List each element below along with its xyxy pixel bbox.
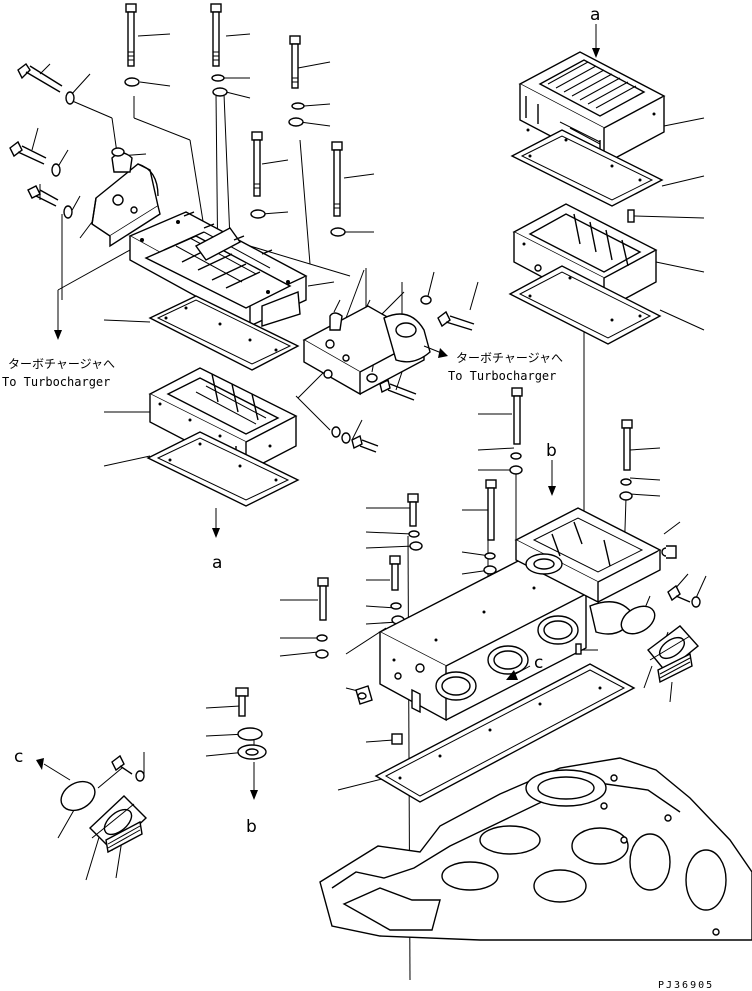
long-bolt-3 [289,35,301,89]
middle-bolt-1 [420,295,475,331]
washer-r2a [484,552,496,560]
ref-letter-a-mid: a [212,553,222,573]
cover-bolt-bottom [235,687,249,717]
oval-gasket-right [620,605,656,635]
arrow-down-a-mid [212,508,220,538]
washer-r5a [390,602,402,610]
pin-lower [575,643,582,655]
middle-bolt-2 [366,373,417,401]
manifold-nut [391,733,403,745]
arrow-down-b-lower [250,762,258,800]
ref-letter-a-top: a [590,5,600,25]
ref-letter-b-lower: b [246,817,257,837]
manifold [378,559,588,722]
side-bolt-2 [9,140,47,165]
washer-4 [250,209,266,219]
ref-letter-c-left: c [14,747,23,767]
washer-r3b [619,491,633,501]
shim-right [657,652,693,684]
side-washer-2 [51,163,61,177]
connector-left [88,795,148,851]
washer-r1b [509,465,523,475]
side-bolt-1 [17,62,63,93]
side-bolt-3 [27,185,59,207]
turbo-elbow-middle [302,305,431,396]
washer-r2b [483,565,497,575]
long-bolt-2 [210,3,222,67]
arrow-right-turbo [423,345,448,358]
washer-2 [212,87,228,97]
arrow-down-b-upper [548,460,556,496]
arrow-c-right [506,665,531,680]
washer-r6b [315,649,329,659]
gasket-plate-bottom [237,744,267,760]
ref-letter-c-right: c [534,653,543,673]
gasket-left-lower [146,431,300,507]
bolt-r6 [317,577,329,621]
washer-r6a [316,634,328,642]
aftercooler-core-left [128,211,308,328]
turbo-label-right-jp: ターボチャージャへ [456,351,563,365]
long-bolt-1 [125,3,137,67]
turbo-label-left-jp: ターボチャージャへ [8,357,115,371]
washer-r1a [510,452,522,460]
side-washer-1 [65,91,75,105]
turbo-label-right-en: To Turbocharger [448,369,556,383]
gasket-manifold-lower [374,663,636,803]
long-bolt-4 [251,131,263,197]
gasket-left-upper [148,295,300,371]
bolt-left-small [111,754,145,782]
washer-r3a [620,478,632,486]
pin-right [627,209,635,223]
washer-r4a [408,530,420,538]
connector-right [646,625,700,673]
cover-plate-bottom [237,727,263,741]
gasket-right-upper [510,129,664,207]
washer-1 [124,77,140,87]
manifold-plug [355,685,373,705]
ref-letter-b-upper: b [546,441,557,461]
washer-r4b [409,541,423,551]
bolt-r5 [389,555,401,591]
drawing-code: PJ36905 [658,980,714,991]
washer-5 [330,227,346,237]
turbo-label-left-en: To Turbocharger [2,375,110,389]
bolt-r3 [621,419,633,471]
bolt-right-small [667,584,701,608]
spring-washer-2 [211,74,225,82]
aftercooler-core-right [518,51,666,166]
washer-3 [288,117,304,127]
bolt-r1 [511,387,523,445]
side-washer-3 [63,205,73,219]
gasket-right-lower [508,265,662,345]
bolt-r4 [407,493,419,527]
arrow-c-left [36,758,71,781]
arrow-down-a-top [592,24,600,58]
turbo-bracket-left [91,147,161,248]
bolt-r2 [485,479,497,541]
long-bolt-5 [331,141,343,217]
shim-left [105,820,143,854]
engine-block [319,757,752,941]
arrow-down-left-turbo [54,290,62,340]
oval-gasket-left [60,780,96,812]
spring-washer-3 [291,102,305,110]
middle-bolt-3 [331,426,379,453]
